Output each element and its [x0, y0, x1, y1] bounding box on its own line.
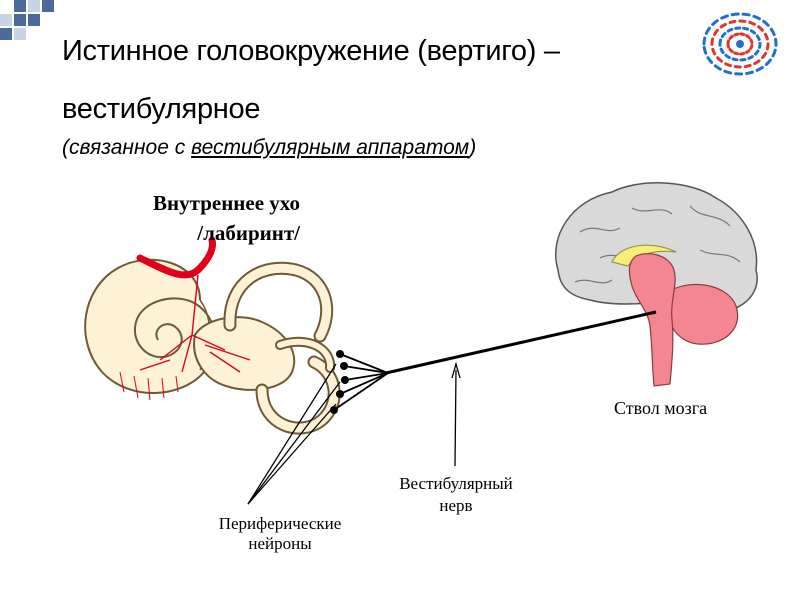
title-line-1: Истинное головокружение (вертиго) – — [62, 35, 560, 67]
nerve-arrow — [454, 369, 457, 467]
inner-ear-label-line2: /лабиринт/ — [197, 221, 300, 245]
cerebellum — [666, 283, 739, 345]
inner-ear-label: Внутреннее ухо /лабиринт/ — [110, 188, 300, 248]
neuron-dot — [340, 362, 348, 370]
spiral-logo-icon — [688, 4, 792, 84]
cochlea — [84, 258, 217, 394]
brainstem-shape — [628, 253, 676, 387]
subtitle-underlined: вестибулярным аппаратом — [191, 136, 470, 159]
decor-square — [0, 14, 12, 26]
neuron-dot — [336, 350, 344, 358]
neuron-dot — [336, 390, 344, 398]
inner-ear-label-line1: Внутреннее ухо — [153, 191, 300, 215]
decor-square — [14, 28, 26, 40]
peripheral-neurons-label: Периферические нейроны — [190, 514, 370, 554]
vestibule — [193, 316, 296, 391]
subtitle-prefix: (связанное с — [62, 136, 192, 159]
peripheral-neurons-label-line2: нейроны — [248, 534, 312, 553]
inner-ear-drawing — [84, 236, 341, 435]
neuron-dot — [341, 376, 349, 384]
vestibular-nerve-label: Вестибулярный нерв — [378, 473, 534, 517]
vestibular-nerve-label-line1: Вестибулярный — [399, 474, 513, 493]
vestibular-nerve-drawing — [247, 310, 657, 505]
decor-square — [14, 0, 26, 12]
vestibular-nerve-line — [385, 310, 657, 375]
decor-square — [28, 0, 40, 12]
vestibular-nerve-label-line2: нерв — [439, 496, 473, 515]
title-line-2: вестибулярное — [62, 93, 261, 125]
brain-drawing — [555, 182, 758, 387]
corner-decoration — [0, 0, 60, 50]
subtitle-suffix: ) — [469, 136, 477, 159]
brainstem-label: Ствол мозга — [614, 398, 708, 418]
slide-subtitle: (связанное с вестибулярным аппаратом) — [62, 136, 476, 160]
decor-square — [42, 0, 54, 12]
decor-square — [28, 14, 40, 26]
decor-square — [0, 28, 12, 40]
peripheral-neurons-label-line1: Периферические — [218, 514, 342, 533]
decor-square — [14, 14, 26, 26]
artery — [136, 236, 216, 279]
